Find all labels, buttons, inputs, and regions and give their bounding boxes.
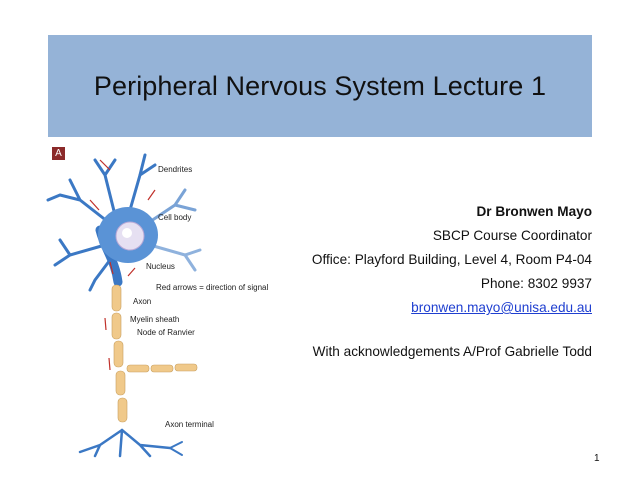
- label-nucleus: Nucleus: [146, 262, 175, 271]
- panel-label: A: [52, 147, 65, 160]
- page-number: 1: [594, 453, 600, 464]
- presenter-email-link[interactable]: bronwen.mayo@unisa.edu.au: [411, 300, 592, 315]
- label-axon: Axon: [133, 297, 152, 306]
- presenter-role: SBCP Course Coordinator: [432, 228, 592, 243]
- acknowledgements: With acknowledgements A/Prof Gabrielle T…: [312, 344, 592, 359]
- presenter-name: Dr Bronwen Mayo: [476, 204, 592, 219]
- presenter-phone: Phone: 8302 9937: [480, 276, 592, 291]
- label-axon-terminal: Axon terminal: [165, 420, 214, 429]
- title-band: Peripheral Nervous System Lecture 1: [48, 35, 592, 137]
- label-myelin-sheath: Myelin sheath: [130, 315, 180, 324]
- label-legend: Red arrows = direction of signal: [156, 283, 269, 292]
- slide-title: Peripheral Nervous System Lecture 1: [93, 70, 547, 101]
- neuron-illustration: [46, 153, 202, 458]
- presenter-office: Office: Playford Building, Level 4, Room…: [311, 252, 592, 267]
- label-node-of-ranvier: Node of Ranvier: [137, 328, 195, 337]
- presenter-info: Dr Bronwen Mayo SBCP Course Coordinator …: [312, 200, 592, 364]
- label-cell-body: Cell body: [158, 213, 192, 222]
- label-dendrites: Dendrites: [158, 165, 193, 174]
